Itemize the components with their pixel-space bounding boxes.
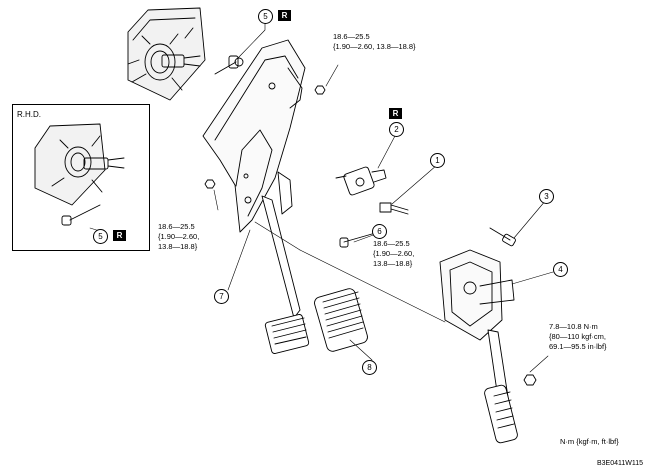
pedal-bracket [202, 39, 306, 233]
inset-rhd-artwork [34, 123, 125, 226]
torque-right-line1: 7.8—10.8 N·m [549, 322, 598, 331]
torque-right-line3: 69.1—95.5 in·lbf} [549, 342, 607, 351]
torque-left-line2: {1.90—2.60, [158, 232, 200, 241]
torque-top-line2: {1.90—2.60, 13.8—18.8} [333, 42, 416, 51]
torque-bolt6-line2: {1.90—2.60, [373, 249, 415, 258]
replace-badge-top: R [278, 10, 291, 21]
pedal-arm [261, 171, 310, 354]
bolt-6 [339, 233, 373, 248]
callout-2: 2 [389, 122, 404, 137]
callout-8: 8 [362, 360, 377, 375]
callout-1: 1 [430, 153, 445, 168]
bracket-nut-left [204, 179, 216, 189]
pedal-switch [335, 166, 387, 196]
callout-3: 3 [539, 189, 554, 204]
switch-connector [379, 202, 409, 215]
torque-top-line1: 18.6—25.5 [333, 32, 370, 41]
inset-rhd-box [12, 104, 150, 251]
leader-lines [89, 21, 554, 373]
replace-badge-inset: R [113, 230, 126, 241]
sensor [489, 227, 516, 247]
torque-bolt6-line1: 18.6—25.5 [373, 239, 410, 248]
callout-5-inset: 5 [93, 229, 108, 244]
callout-7: 7 [214, 289, 229, 304]
accelerator-pedal [484, 329, 518, 444]
pedal-pad [314, 288, 368, 352]
torque-right-line2: {80—110 kgf·cm, [549, 332, 606, 341]
torque-left-line1: 18.6—25.5 [158, 222, 195, 231]
torque-bolt6-line3: 13.8—18.8} [373, 259, 413, 268]
accelerator-nut [523, 374, 537, 386]
bolt-5-top [214, 55, 244, 75]
inset-title: R.H.D. [17, 110, 41, 119]
figure-code: B3E0411W115 [597, 460, 644, 467]
accelerator-bracket [439, 249, 515, 341]
callout-6: 6 [372, 224, 387, 239]
replace-badge-switch: R [389, 108, 402, 119]
torque-left-line3: 13.8—18.8} [158, 242, 198, 251]
callout-4: 4 [553, 262, 568, 277]
bracket-nut-top [314, 85, 326, 95]
units-legend: N·m {kgf·m, ft·lbf} [560, 437, 619, 446]
booster-studs [127, 27, 201, 91]
callout-5-top: 5 [258, 9, 273, 24]
